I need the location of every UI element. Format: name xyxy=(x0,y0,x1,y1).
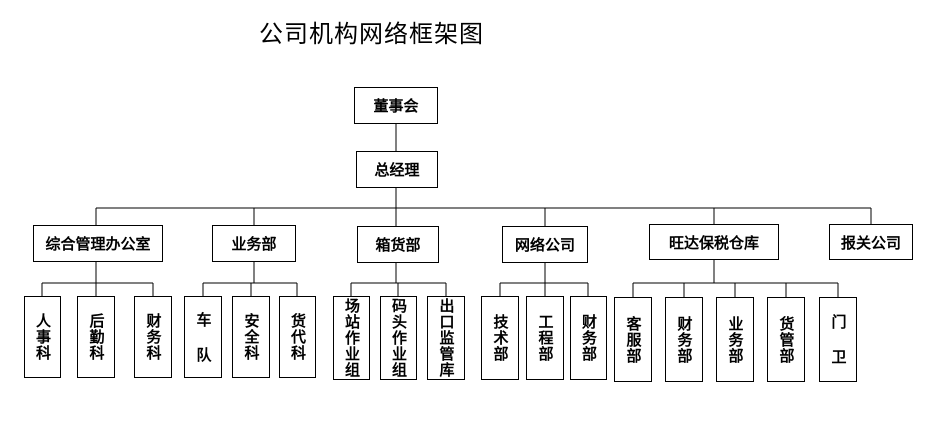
unit-customer-service: 客服部 xyxy=(614,297,652,382)
unit-cargo-management: 货管部 xyxy=(767,297,805,382)
dept-office: 综合管理办公室 xyxy=(33,225,163,262)
unit-logistics: 后勤科 xyxy=(77,296,115,378)
unit-export-supervised-warehouse: 出口监管库 xyxy=(427,296,465,380)
unit-yard-operations: 场站作业组 xyxy=(333,296,370,380)
unit-safety: 安全科 xyxy=(232,296,270,378)
dept-network-company: 网络公司 xyxy=(502,226,588,263)
unit-personnel: 人事科 xyxy=(24,296,61,378)
dept-bonded-warehouse: 旺达保税仓库 xyxy=(649,224,779,260)
unit-finance-office: 财务科 xyxy=(134,296,172,378)
unit-freight-forwarding: 货代科 xyxy=(279,296,316,378)
unit-technical: 技术部 xyxy=(481,296,519,380)
unit-wharf-operations: 码头作业组 xyxy=(380,296,417,380)
unit-business-warehouse: 业务部 xyxy=(716,297,754,382)
unit-finance-warehouse: 财务部 xyxy=(665,297,703,382)
unit-engineering: 工程部 xyxy=(526,296,564,380)
dept-container-cargo: 箱货部 xyxy=(357,226,439,263)
dept-customs-company: 报关公司 xyxy=(829,224,913,260)
board-node: 董事会 xyxy=(354,87,438,124)
unit-fleet: 车 队 xyxy=(184,296,222,378)
general-manager-node: 总经理 xyxy=(356,151,438,188)
unit-gatekeeper: 门 卫 xyxy=(819,297,857,382)
dept-business: 业务部 xyxy=(212,225,296,262)
unit-finance-network: 财务部 xyxy=(570,296,607,380)
diagram-title: 公司机构网络框架图 xyxy=(259,20,484,48)
